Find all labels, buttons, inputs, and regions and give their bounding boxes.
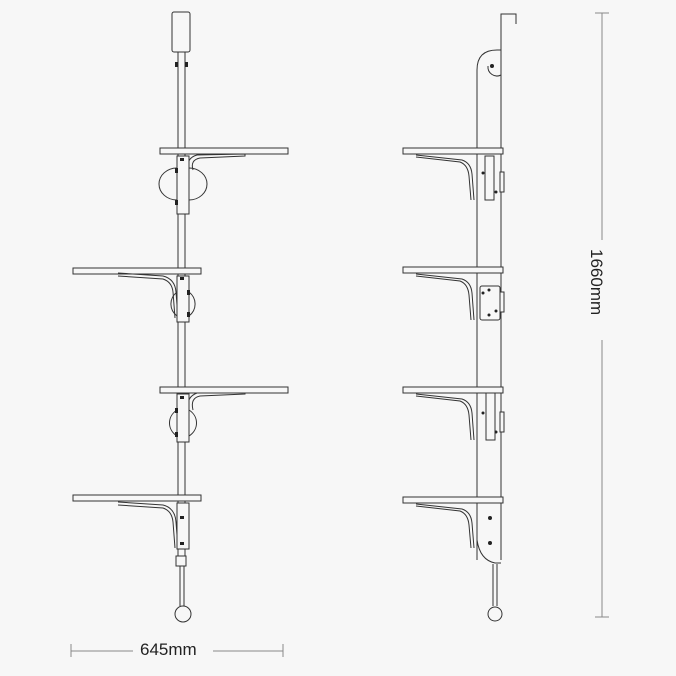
side-shelf-1 [402,147,505,201]
width-dimension-line [70,644,284,657]
front-view [72,11,289,623]
side-knob [487,606,503,622]
front-shelf-4 [72,494,202,567]
width-dimension-label: 645mm [137,641,200,658]
side-shelf-4 [402,496,504,564]
side-view [402,13,517,622]
front-shelf-3 [159,386,289,443]
side-shelf-3 [402,386,505,441]
height-dimension-label: 1660mm [587,246,606,319]
front-shelf-1 [158,147,289,215]
front-knob [174,605,192,623]
top-cap [171,11,191,53]
top-hook [500,13,517,65]
front-shelf-2 [72,267,202,323]
side-shelf-2 [402,266,505,321]
height-dimension-line [595,12,609,618]
